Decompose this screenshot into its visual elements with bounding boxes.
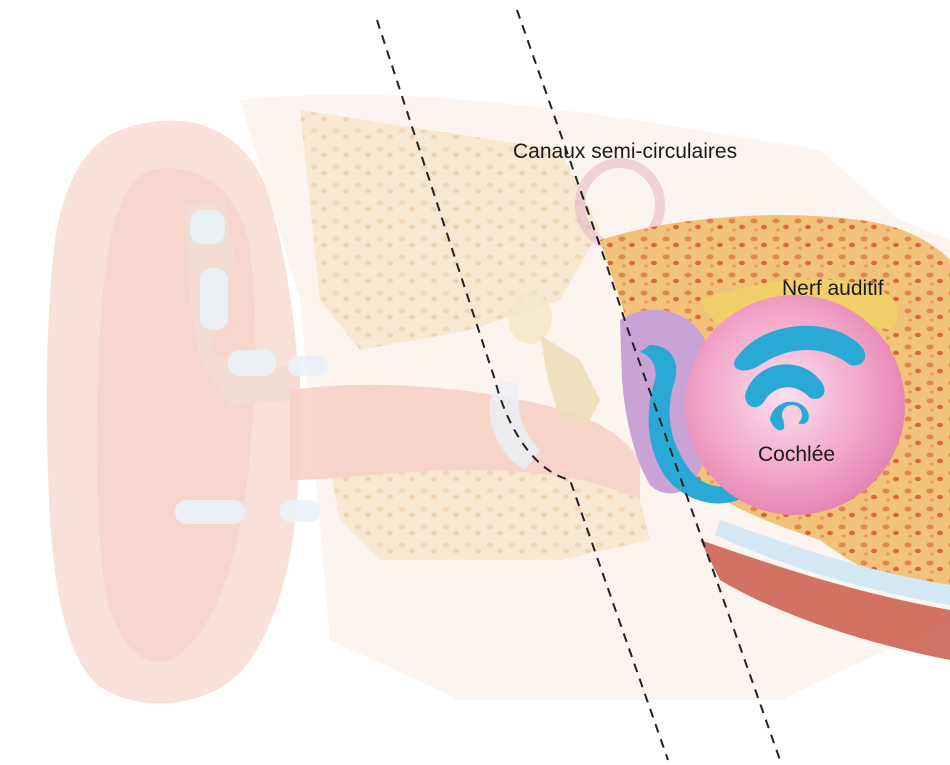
label-cochlea: Cochlée	[758, 444, 835, 465]
label-semicircular-canals: Canaux semi-circulaires	[513, 141, 737, 162]
label-auditory-nerve: Nerf auditif	[782, 278, 884, 299]
cochlea	[685, 295, 905, 515]
